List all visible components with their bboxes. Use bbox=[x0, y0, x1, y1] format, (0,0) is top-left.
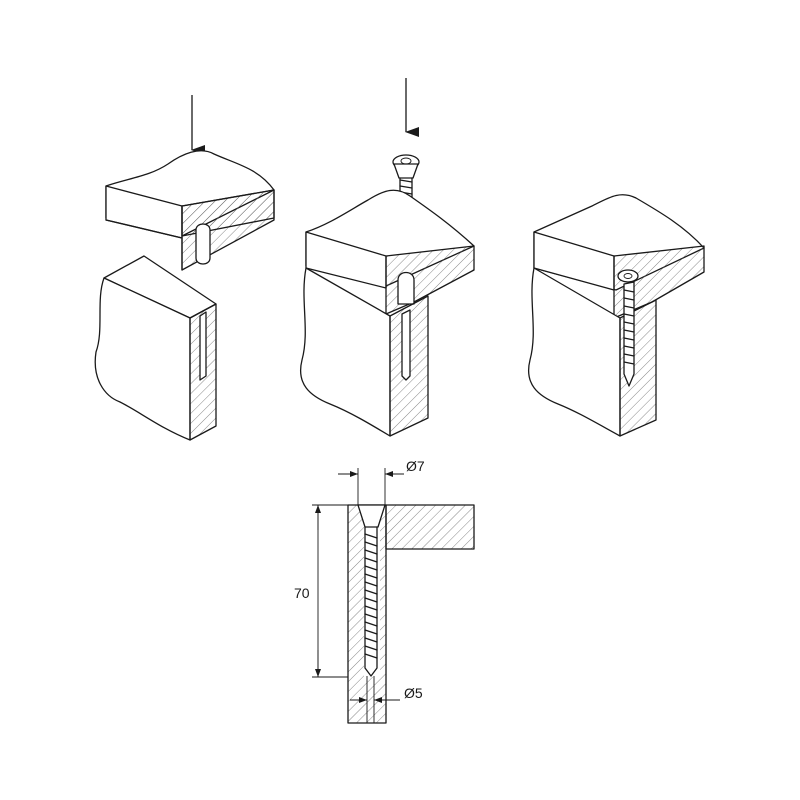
section-detail: Ø7 70 Ø5 bbox=[294, 458, 475, 724]
step-3-assembled bbox=[528, 194, 705, 437]
step-1-separated-parts bbox=[94, 95, 275, 441]
step-2-insert-screw bbox=[300, 78, 475, 437]
dimension-top-diameter: Ø7 bbox=[406, 458, 425, 474]
side-panel bbox=[94, 255, 217, 441]
dimension-bottom-diameter: Ø5 bbox=[404, 685, 423, 701]
top-panel bbox=[105, 150, 275, 271]
dimension-length: 70 bbox=[294, 585, 310, 601]
